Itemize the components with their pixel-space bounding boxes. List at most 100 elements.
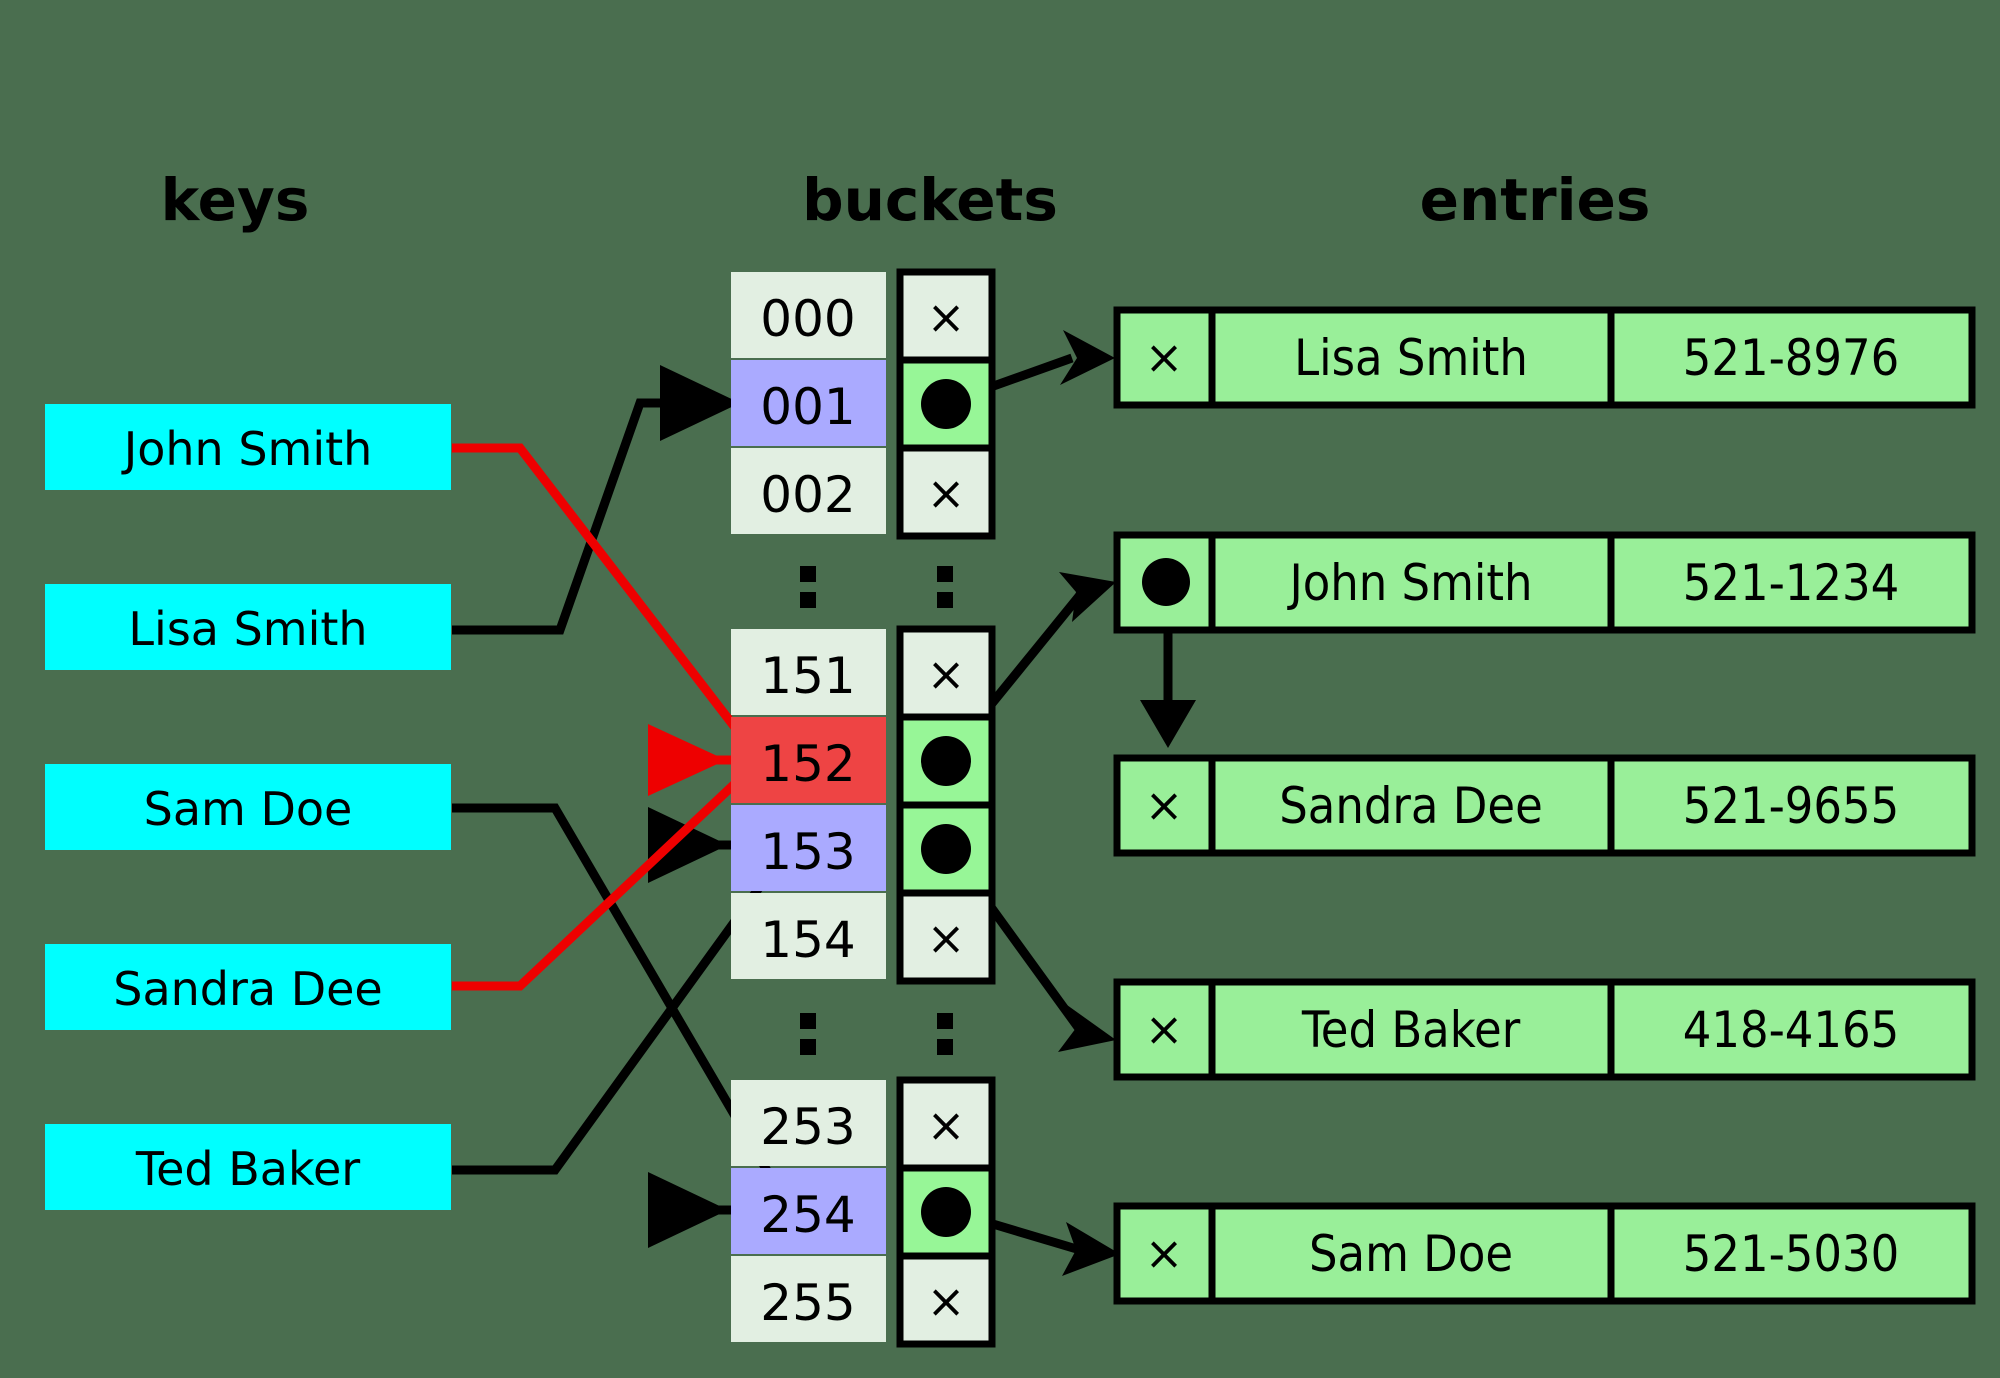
- key-box-0[interactable]: John Smith: [45, 404, 451, 490]
- key-box-rect[interactable]: [45, 944, 451, 1030]
- entry-phone: 418-4165: [1683, 1001, 1900, 1059]
- bucket-pointer-255[interactable]: ×: [896, 1252, 996, 1348]
- key-box-3[interactable]: Sandra Dee: [45, 944, 451, 1030]
- bucket-pointer-001[interactable]: [896, 356, 996, 452]
- entries-column: × Lisa Smith 521-8976 John Smith 521-123…: [1113, 306, 1976, 1305]
- bucket-index-rect[interactable]: [731, 272, 886, 358]
- header-keys: keys: [161, 166, 310, 234]
- null-x-icon: ×: [1145, 778, 1184, 832]
- bucket-pointer-254[interactable]: [896, 1164, 996, 1260]
- bucket-pointer-002[interactable]: ×: [896, 444, 996, 540]
- key-box-4[interactable]: Ted Baker: [45, 1124, 451, 1210]
- entry-name: Lisa Smith: [1294, 329, 1528, 387]
- arrowhead-entry-ted: [1058, 1000, 1116, 1052]
- entry-row-rect[interactable]: [1113, 754, 1976, 857]
- pointer-dot-icon: [921, 1187, 971, 1237]
- bucket-pointer-151[interactable]: ×: [896, 625, 996, 721]
- bucket-index-rect[interactable]: [731, 360, 886, 446]
- bucket-pointer-rect[interactable]: [896, 1252, 996, 1348]
- key-box-rect[interactable]: [45, 764, 451, 850]
- bucket-index-label: 001: [760, 378, 855, 436]
- key-box-rect[interactable]: [45, 1124, 451, 1210]
- bucket-to-entry-links: [942, 330, 1196, 1276]
- bucket-index-rect[interactable]: [731, 805, 886, 891]
- bucket-index-rect[interactable]: [731, 893, 886, 979]
- bucket-index-255[interactable]: 255: [731, 1256, 886, 1342]
- arrowhead-bucket-254: [648, 1172, 728, 1248]
- pointer-dot-icon: [921, 736, 971, 786]
- bucket-index-153[interactable]: 153: [731, 805, 886, 891]
- bucket-index-154[interactable]: 154: [731, 893, 886, 979]
- ellipsis-dot: [937, 1039, 953, 1055]
- arrowhead-entry-sandra: [1140, 700, 1196, 748]
- bucket-pointer-253[interactable]: ×: [896, 1076, 996, 1172]
- null-x-icon: ×: [927, 466, 966, 520]
- entry-row-1[interactable]: John Smith 521-1234: [1113, 531, 1976, 634]
- bucket-index-label: 253: [760, 1098, 855, 1156]
- key-label: John Smith: [121, 422, 373, 476]
- key-box-rect[interactable]: [45, 404, 451, 490]
- bucket-index-254[interactable]: 254: [731, 1168, 886, 1254]
- ellipsis-dot: [937, 1013, 953, 1029]
- link-johnsmith-to-bucket-152: [452, 443, 764, 763]
- bucket-index-152[interactable]: 152: [731, 717, 886, 803]
- bucket-pointer-154[interactable]: ×: [896, 889, 996, 985]
- entry-row-rect[interactable]: [1113, 1202, 1976, 1305]
- pointer-dot-icon: [921, 379, 971, 429]
- arrowhead-entry-lisa: [1060, 330, 1115, 385]
- bucket-index-000[interactable]: 000: [731, 272, 886, 358]
- bucket-pointer-rect[interactable]: [896, 889, 996, 985]
- null-x-icon: ×: [1145, 330, 1184, 384]
- bucket-pointer-000[interactable]: ×: [896, 268, 996, 364]
- key-box-2[interactable]: Sam Doe: [45, 764, 451, 850]
- entry-name: Ted Baker: [1301, 1001, 1521, 1059]
- bucket-index-column: 000 001 002 151 152 153: [731, 272, 886, 1342]
- key-label: Lisa Smith: [128, 602, 367, 656]
- entry-phone: 521-9655: [1683, 777, 1900, 835]
- bucket-index-002[interactable]: 002: [731, 448, 886, 534]
- bucket-index-rect[interactable]: [731, 1080, 886, 1166]
- bucket-index-label: 153: [760, 823, 855, 881]
- bucket-index-rect[interactable]: [731, 1256, 886, 1342]
- entry-name: John Smith: [1286, 554, 1532, 612]
- ellipsis-dot: [937, 592, 953, 608]
- entry-row-0[interactable]: × Lisa Smith 521-8976: [1113, 306, 1976, 409]
- bucket-index-001[interactable]: 001: [731, 360, 886, 446]
- keys-column: John Smith Lisa Smith Sam Doe Sandra Dee…: [45, 404, 451, 1210]
- key-box-1[interactable]: Lisa Smith: [45, 584, 451, 670]
- bucket-index-rect[interactable]: [731, 448, 886, 534]
- null-x-icon: ×: [927, 290, 966, 344]
- null-x-icon: ×: [1145, 1002, 1184, 1056]
- ellipsis-dot: [800, 592, 816, 608]
- bucket-index-label: 000: [760, 290, 855, 348]
- entry-row-rect[interactable]: [1113, 978, 1976, 1081]
- bucket-pointer-column: × × ×: [896, 268, 996, 1348]
- bucket-pointer-152[interactable]: [896, 713, 996, 809]
- bucket-index-rect[interactable]: [731, 629, 886, 715]
- bucket-index-label: 154: [760, 911, 855, 969]
- bucket-pointer-153[interactable]: [896, 801, 996, 897]
- bucket-index-253[interactable]: 253: [731, 1080, 886, 1166]
- entry-row-rect[interactable]: [1113, 531, 1976, 634]
- null-x-icon: ×: [927, 911, 966, 965]
- bucket-index-rect[interactable]: [731, 1168, 886, 1254]
- bucket-ellipsis-lower: [800, 1013, 953, 1055]
- bucket-index-rect[interactable]: [731, 717, 886, 803]
- arrowhead-bucket-001: [660, 365, 740, 441]
- bucket-pointer-rect[interactable]: [896, 1076, 996, 1172]
- bucket-index-151[interactable]: 151: [731, 629, 886, 715]
- entry-row-4[interactable]: × Sam Doe 521-5030: [1113, 1202, 1976, 1305]
- entry-row-rect[interactable]: [1113, 306, 1976, 409]
- entry-row-2[interactable]: × Sandra Dee 521-9655: [1113, 754, 1976, 857]
- entry-row-3[interactable]: × Ted Baker 418-4165: [1113, 978, 1976, 1081]
- key-box-rect[interactable]: [45, 584, 451, 670]
- bucket-pointer-rect[interactable]: [896, 444, 996, 540]
- null-x-icon: ×: [927, 1098, 966, 1152]
- bucket-index-label: 002: [760, 466, 855, 524]
- null-x-icon: ×: [927, 647, 966, 701]
- entry-phone: 521-5030: [1683, 1225, 1900, 1283]
- arrowhead-bucket-153: [648, 807, 728, 883]
- null-x-icon: ×: [927, 1274, 966, 1328]
